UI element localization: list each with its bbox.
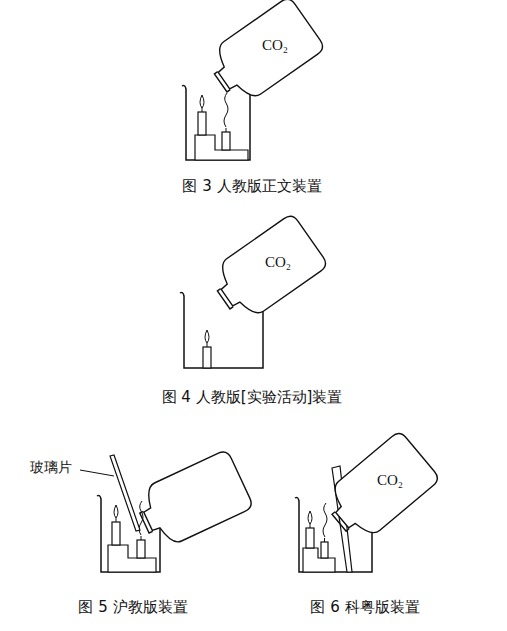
- gas-bottle: [205, 213, 329, 326]
- flame: [114, 505, 118, 518]
- gas-label: CO₂: [265, 254, 291, 271]
- candle: [203, 347, 211, 368]
- figure-caption: 图 6 科粤版装置: [310, 599, 419, 616]
- beaker: [182, 85, 250, 160]
- figure-caption: 图 3 人教版正文装置: [182, 178, 321, 195]
- figure-caption: 图 5 沪教版装置: [78, 599, 187, 616]
- leader-line: [80, 470, 114, 476]
- glass-plate: [110, 455, 140, 531]
- gas-label: CO₂: [262, 37, 288, 54]
- gas-bottle: [131, 449, 254, 552]
- gas-label: CO₂: [377, 472, 403, 489]
- candle: [112, 522, 120, 545]
- candle: [137, 540, 145, 558]
- fig4-apparatus: [180, 213, 329, 368]
- candle: [198, 112, 206, 135]
- candle: [222, 132, 230, 150]
- flame: [205, 330, 209, 343]
- flame: [200, 95, 204, 108]
- fig5-apparatus: [80, 449, 254, 572]
- step-stand: [108, 545, 156, 572]
- gas-bottle: [202, 0, 326, 109]
- smoke: [224, 93, 228, 127]
- smoke: [323, 503, 327, 537]
- flame: [308, 511, 312, 524]
- fig3-apparatus: [182, 0, 326, 160]
- step-stand: [303, 548, 335, 572]
- gas-bottle: [319, 430, 441, 547]
- candle: [306, 528, 314, 548]
- part-label: 玻璃片: [30, 460, 72, 475]
- figure-caption: 图 4 人教版[实验活动]装置: [162, 389, 343, 406]
- fig6-apparatus: [295, 430, 441, 572]
- candle: [321, 542, 328, 558]
